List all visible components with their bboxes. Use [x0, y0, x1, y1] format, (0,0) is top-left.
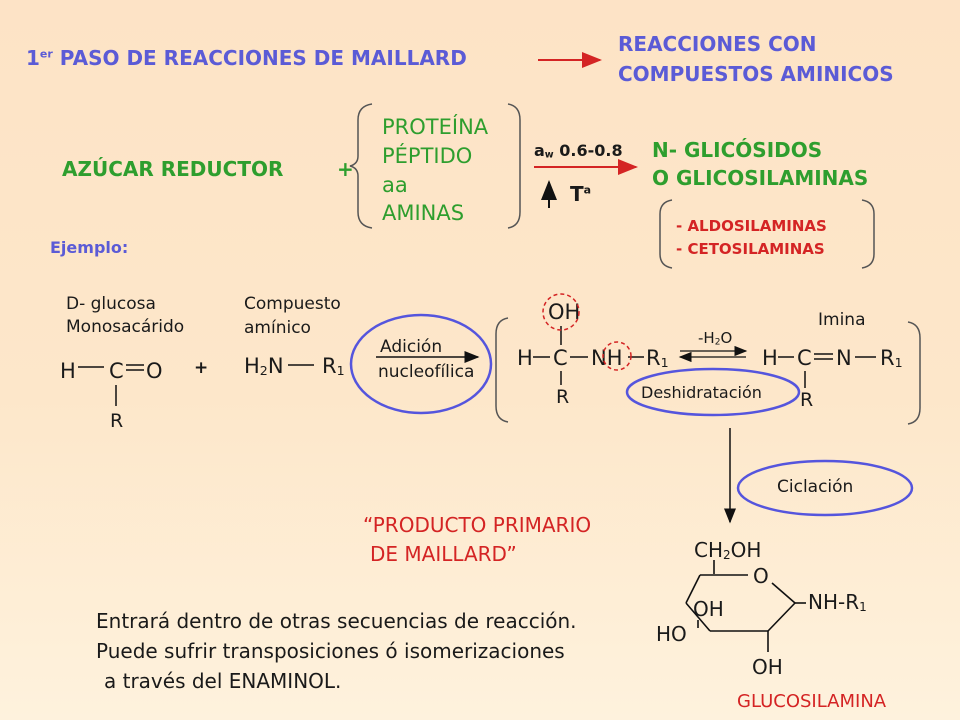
- water-loss: -H2O: [698, 329, 733, 348]
- temp-symbol: T: [570, 182, 584, 206]
- addition-line-2: nucleofílica: [378, 362, 475, 382]
- result-line-2: COMPUESTOS AMINICOS: [618, 62, 894, 86]
- type-aldosilaminas: - ALDOSILAMINAS: [676, 217, 827, 235]
- step-sup: er: [39, 47, 53, 61]
- sugar-label: AZÚCAR REDUCTOR: [62, 157, 284, 181]
- example-label: Ejemplo:: [50, 238, 129, 257]
- imine-label: Imina: [818, 310, 866, 330]
- aldehyde-o: O: [146, 359, 163, 383]
- carbinol-nh: NH: [591, 346, 623, 370]
- imine-h: H: [762, 346, 778, 370]
- ring-oh-bottom: OH: [752, 655, 783, 679]
- partner-4: AMINAS: [382, 201, 465, 225]
- ring-ch2oh: CH2OH: [694, 538, 762, 562]
- aw-symbol: a: [534, 141, 545, 160]
- partners-left-brace: [349, 103, 373, 229]
- oh-dashed-circle: [542, 293, 580, 331]
- step-title-text: PASO DE REACCIONES DE MAILLARD: [59, 46, 467, 70]
- note-2: Puede sufrir transposiciones ó isomeriza…: [96, 639, 565, 663]
- primary-line-1: “PRODUCTO PRIMARIO: [363, 513, 592, 537]
- amine-line-2: amínico: [244, 318, 311, 338]
- h-dashed-circle: [602, 341, 632, 371]
- amine-h2n: H2N: [244, 354, 284, 378]
- result-line-1: REACCIONES CON: [618, 32, 817, 56]
- dehydration-label: Deshidratación: [641, 383, 762, 402]
- imine-r: R: [800, 389, 814, 411]
- step-title: 1er PASO DE REACCIONES DE MAILLARD: [26, 46, 467, 70]
- partners-right-brace: [507, 103, 521, 229]
- cyclization-label: Ciclación: [777, 477, 854, 497]
- types-left-brace: [659, 199, 673, 269]
- types-right-brace: [861, 199, 875, 269]
- amine-r1: R1: [322, 354, 345, 378]
- addition-ellipse: [349, 313, 493, 415]
- aw-sub: w: [544, 149, 554, 161]
- amine-line-1: Compuesto: [244, 294, 341, 314]
- carbinol-oh: OH: [548, 300, 581, 324]
- ring-ho: HO: [656, 622, 687, 646]
- carbinol-r: R: [556, 386, 570, 408]
- temperature: Ta: [570, 182, 591, 206]
- partner-3: aa: [382, 173, 408, 197]
- glucose-line-2: Monosacárido: [66, 317, 185, 337]
- plus-example: +: [194, 358, 209, 378]
- product-line-2: O GLICOSILAMINAS: [652, 166, 869, 190]
- ring-o: O: [753, 564, 769, 588]
- carbinol-c: C: [553, 346, 568, 370]
- carbinol-h: H: [517, 346, 533, 370]
- step-number: 1: [26, 46, 40, 70]
- ring-nhr1: NH-R1: [808, 590, 867, 614]
- dehydration-ellipse: [625, 367, 801, 417]
- intermediate-left-bracket: [495, 317, 509, 423]
- partner-2: PÉPTIDO: [382, 144, 473, 168]
- aldehyde-c: C: [109, 359, 124, 383]
- aldehyde-h: H: [60, 359, 76, 383]
- plus-sign: +: [337, 157, 354, 181]
- glucose-line-1: D- glucosa: [66, 294, 156, 314]
- water-activity: aw 0.6-0.8: [534, 141, 623, 160]
- temp-sup: a: [583, 183, 592, 197]
- imine-r1: R1: [880, 346, 903, 370]
- note-1: Entrará dentro de otras secuencias de re…: [96, 609, 577, 633]
- partner-1: PROTEÍNA: [382, 115, 489, 139]
- product-line-1: N- GLICÓSIDOS: [652, 138, 823, 162]
- product-name: GLUCOSILAMINA: [737, 691, 887, 712]
- cyclization-ellipse: [736, 459, 914, 517]
- aw-range: 0.6-0.8: [559, 141, 623, 160]
- aldehyde-r: R: [110, 410, 124, 432]
- addition-line-1: Adición: [380, 337, 443, 357]
- primary-line-2: DE MAILLARD”: [370, 542, 517, 566]
- imine-n: N: [836, 346, 852, 370]
- imine-c: C: [797, 346, 812, 370]
- carbinol-r1: R1: [646, 346, 669, 370]
- imine-right-bracket: [907, 321, 921, 425]
- pyranose-ring: [685, 560, 806, 652]
- note-3: a través del ENAMINOL.: [104, 669, 342, 693]
- type-cetosilaminas: - CETOSILAMINAS: [676, 240, 825, 258]
